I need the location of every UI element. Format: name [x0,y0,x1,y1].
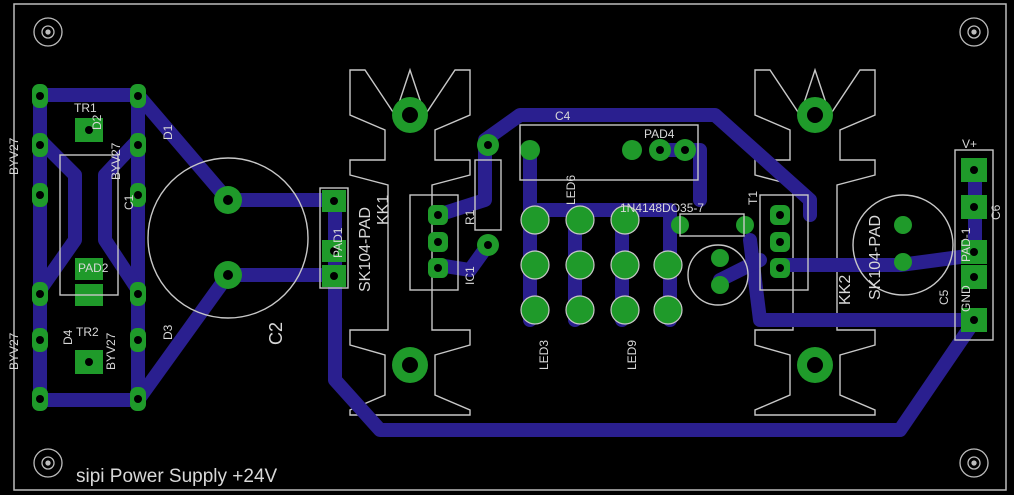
v-plus-label: V+ [962,137,977,151]
ic1-label: IC1 [463,266,477,285]
sk104-pad-2-label: SK104-PAD [867,215,884,300]
byv27-d1-label: BYV27 [109,142,123,180]
component-outlines [59,124,994,341]
led3-label: LED3 [537,340,551,370]
c6-label: C6 [989,204,1003,220]
led9-label: LED9 [625,340,639,370]
pad1-label: PAD1 [331,227,345,258]
byv27-d3-label: BYV27 [104,332,118,370]
byv27-bottom-label: BYV27 [7,332,21,370]
r1-label: R1 [463,209,477,225]
tr2-label: TR2 [76,325,99,339]
tr1-label: TR1 [74,101,97,115]
board-outline [13,3,1007,491]
heatsink-kk2-outline [754,67,876,416]
kk1-label: KK1 [375,195,392,225]
c5-label: C5 [937,289,951,305]
copper-traces [33,88,982,437]
c4-label: C4 [555,109,571,123]
gnd-label: GND [959,285,973,312]
d4-label: D4 [61,329,75,345]
led6-label: LED6 [564,175,578,205]
t1-label: T1 [746,191,760,205]
heatsink-kk1-outline [349,67,471,416]
d1-label: D1 [161,124,175,140]
d3-label: D3 [161,324,175,340]
pad4-label: PAD4 [644,127,675,141]
sk104-pad-1-label: SK104-PAD [357,207,374,292]
led-array [520,205,683,325]
c1-label: C1 [122,194,136,210]
pad-1b-label: PAD-1 [959,227,973,262]
byv27-top-label: BYV27 [7,137,21,175]
mounting-holes [33,17,989,478]
pads [32,84,987,411]
pad2-label: PAD2 [78,261,109,275]
kk2-label: KK2 [837,275,854,305]
c2-label: C2 [266,322,286,345]
diode-part-label: 1N4148DO35-7 [620,201,704,215]
d2-label: D2 [90,114,104,130]
board-title: sipi Power Supply +24V [76,466,278,487]
